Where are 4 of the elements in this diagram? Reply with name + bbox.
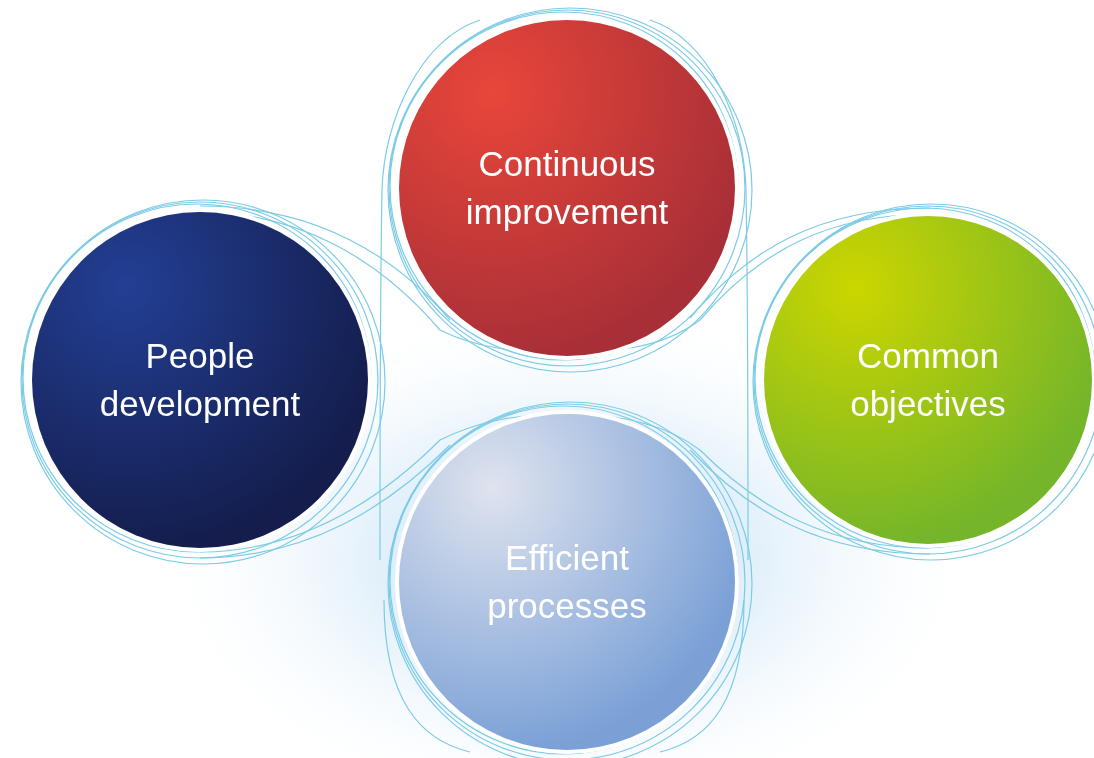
node-label: Continuous improvement xyxy=(464,143,670,233)
node-label: Efficient processes xyxy=(486,537,648,627)
node-label: People development xyxy=(98,335,302,425)
node-label: Common objectives xyxy=(849,335,1007,425)
